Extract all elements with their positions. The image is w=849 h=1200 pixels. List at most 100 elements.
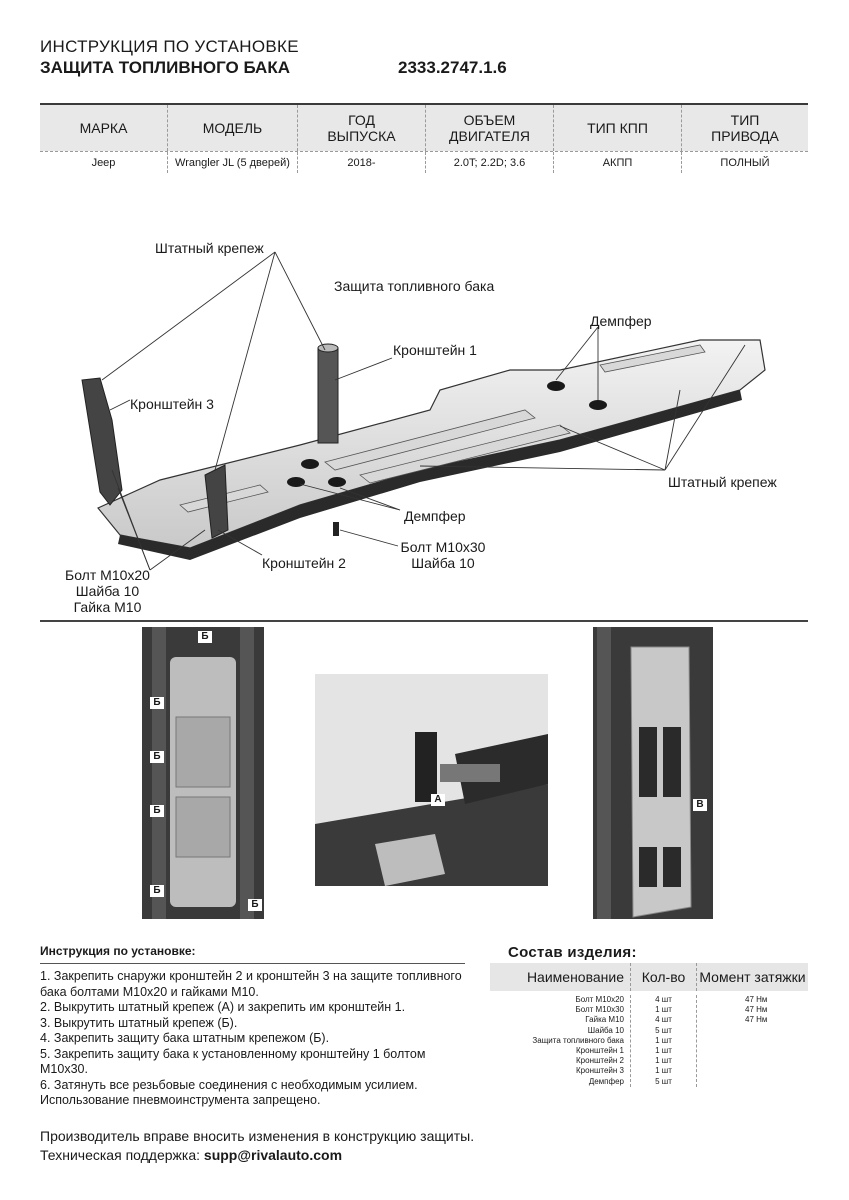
spec-header-engine: ОБЪЕМ ДВИГАТЕЛЯ — [426, 105, 554, 151]
composition-qty-column: 4 шт 1 шт 4 шт 5 шт 1 шт 1 шт 1 шт 1 шт … — [631, 995, 697, 1087]
photo-bracket-detail-drawing — [315, 674, 548, 886]
composition-title: Состав изделия: — [508, 944, 637, 961]
item-torque: 47 Нм — [745, 1005, 768, 1015]
item-torque: 47 Нм — [745, 995, 768, 1004]
mark-b: Б — [248, 899, 262, 911]
item-name: Кронштейн 3 — [576, 1066, 624, 1076]
composition-body: Болт М10х20 Болт М10х30 Гайка М10 Шайба … — [490, 991, 808, 1087]
instruction-step: 6. Затянуть все резьбовые соединения с н… — [40, 1077, 418, 1108]
spec-table-header: МАРКА МОДЕЛЬ ГОД ВЫПУСКА ОБЪЕМ ДВИГАТЕЛЯ… — [40, 103, 808, 151]
spec-header-drive: ТИП ПРИВОДА — [711, 112, 779, 144]
exploded-assembly-diagram: Штатный крепеж Защита топливного бака Де… — [0, 230, 849, 620]
photo-guard-installed: В — [593, 627, 713, 919]
footer-support: Техническая поддержка: supp@rivalauto.co… — [40, 1147, 342, 1163]
photo-underbody-left-drawing — [142, 627, 264, 919]
label-std-fastener-top: Штатный крепеж — [155, 240, 264, 256]
vehicle-spec-table: МАРКА МОДЕЛЬ ГОД ВЫПУСКА ОБЪЕМ ДВИГАТЕЛЯ… — [40, 103, 808, 173]
label-damper-mid: Демпфер — [404, 508, 466, 524]
spec-year: 2018- — [298, 152, 426, 173]
item-qty: 4 шт — [655, 995, 672, 1004]
spec-header-model: МОДЕЛЬ — [168, 105, 298, 151]
doc-title-line1: ИНСТРУКЦИЯ ПО УСТАНОВКЕ — [40, 37, 299, 56]
instructions-title: Инструкция по установке: — [40, 944, 196, 958]
item-name: Болт М10х20 — [575, 995, 624, 1004]
item-name: Демпфер — [588, 1076, 624, 1086]
guard-drawing — [81, 251, 766, 571]
spec-table-row: Jeep Wrangler JL (5 дверей) 2018- 2.0T; … — [40, 151, 808, 173]
photo-bracket-detail: А — [315, 674, 548, 886]
mark-b: Б — [150, 751, 164, 763]
damper — [301, 459, 319, 469]
item-qty: 4 шт — [655, 1015, 672, 1025]
spec-gearbox: АКПП — [554, 152, 682, 173]
item-name: Шайба 10 — [587, 1025, 624, 1035]
composition-header-name: Наименование — [490, 963, 631, 991]
spec-header-year: ГОД ВЫПУСКА — [298, 105, 426, 151]
item-name: Кронштейн 2 — [576, 1056, 624, 1066]
mark-a: А — [431, 794, 445, 806]
spec-drive: ПОЛНЫЙ — [720, 156, 770, 169]
composition-header-qty: Кол-во — [631, 963, 697, 991]
label-bolt-m10x20: Болт М10х20 Шайба 10 Гайка М10 — [65, 567, 150, 615]
photo-guard-installed-drawing — [593, 627, 713, 919]
spec-model: Wrangler JL (5 дверей) — [168, 152, 298, 173]
composition-header: Наименование Кол-во Момент затяжки — [490, 963, 808, 991]
mark-b: Б — [150, 805, 164, 817]
spec-engine: 2.0T; 2.2D; 3.6 — [426, 152, 554, 173]
photo-underbody-left: Б Б Б Б Б Б — [142, 627, 264, 919]
instruction-step: 1. Закрепить снаружи кронштейн 2 и кронш… — [40, 969, 462, 999]
bolt-m10x30 — [333, 522, 339, 536]
item-name: Защита топливного бака — [532, 1035, 624, 1045]
support-email-link[interactable]: supp@rivalauto.com — [203, 1147, 343, 1163]
instructions-list: 1. Закрепить снаружи кронштейн 2 и кронш… — [40, 969, 470, 1109]
mark-v: В — [693, 799, 707, 811]
item-qty: 1 шт — [655, 1046, 672, 1056]
stiffener-slot — [599, 344, 706, 373]
bracket-3 — [81, 377, 123, 506]
instruction-step: 4. Закрепить защиту бака штатным крепежо… — [40, 1031, 330, 1045]
instruction-step: 2. Выкрутить штатный крепеж (А) и закреп… — [40, 1000, 406, 1014]
label-std-fastener-right: Штатный крепеж — [668, 474, 777, 490]
spec-header-gearbox: ТИП КПП — [554, 105, 682, 151]
stiffener-slot — [359, 424, 571, 484]
footer-disclaimer: Производитель вправе вносить изменения в… — [40, 1128, 475, 1144]
damper — [287, 477, 305, 487]
item-name: Болт М10х30 — [575, 1005, 624, 1015]
label-guard: Защита топливного бака — [334, 278, 495, 294]
mark-b: Б — [150, 697, 164, 709]
label-bracket-3: Кронштейн 3 — [130, 396, 214, 412]
label-bracket-1: Кронштейн 1 — [393, 342, 477, 358]
damper — [589, 400, 607, 410]
spec-header-brand: МАРКА — [40, 105, 168, 151]
section-divider — [40, 620, 808, 622]
label-bolt-m10x30: Болт М10х30 Шайба 10 — [400, 539, 486, 571]
instruction-step: 3. Выкрутить штатный крепеж (Б). — [40, 1015, 238, 1030]
item-qty: 1 шт — [655, 1005, 672, 1015]
item-qty: 5 шт — [655, 1076, 672, 1086]
mark-b: Б — [150, 885, 164, 897]
composition-torque-column: 47 Нм 47 Нм 47 Нм — [697, 995, 808, 1087]
label-damper-top: Демпфер — [590, 313, 652, 329]
item-qty: 1 шт — [655, 1035, 672, 1045]
damper — [328, 477, 346, 487]
item-qty: 1 шт — [655, 1056, 672, 1066]
item-name: Гайка М10 — [585, 1015, 624, 1025]
bracket-1 — [317, 347, 339, 444]
spec-brand: Jeep — [40, 152, 168, 173]
composition-table: Наименование Кол-во Момент затяжки Болт … — [490, 963, 808, 1087]
item-qty: 1 шт — [655, 1066, 672, 1076]
damper — [547, 381, 565, 391]
doc-title-line2: ЗАЩИТА ТОПЛИВНОГО БАКА — [40, 58, 290, 77]
stiffener-slot — [324, 409, 536, 471]
label-bracket-2: Кронштейн 2 — [262, 555, 346, 571]
part-number: 2333.2747.1.6 — [398, 58, 507, 77]
item-qty: 5 шт — [655, 1025, 672, 1035]
composition-header-torque: Момент затяжки — [699, 969, 806, 985]
support-label: Техническая поддержка: — [40, 1147, 204, 1163]
instruction-step: 5. Закрепить защиту бака к установленном… — [40, 1046, 426, 1077]
item-name: Кронштейн 1 — [576, 1046, 624, 1056]
mark-b: Б — [198, 631, 212, 643]
item-torque: 47 Нм — [745, 1015, 768, 1025]
bracket-2 — [204, 464, 229, 539]
instructions-rule — [40, 963, 465, 964]
